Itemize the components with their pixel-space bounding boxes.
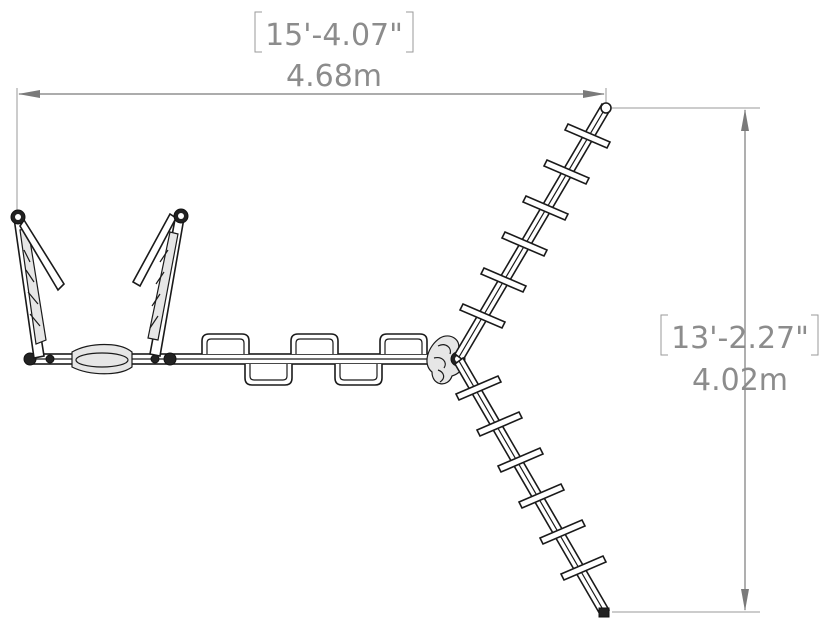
lower-ladder-rungs (454, 374, 608, 582)
upper-rung-5 (479, 266, 528, 294)
loop-bottom-1 (244, 364, 293, 386)
lower-rung-4 (517, 482, 566, 510)
upper-ladder-end-cap (600, 102, 612, 114)
width-metric-label: 4.68m (286, 59, 382, 94)
height-dimension: 13'-2.27" 4.02m (612, 107, 819, 613)
loop-top-3 (379, 333, 428, 354)
height-bracket-right (811, 314, 819, 356)
upper-rung-4 (500, 230, 549, 258)
hub-plate (426, 335, 465, 385)
width-arrow-left (18, 90, 40, 98)
seat-bolt-left (45, 354, 55, 364)
lower-ladder-end-cap (598, 607, 610, 618)
seat-assembly (10, 208, 189, 375)
width-bracket-left (254, 11, 262, 53)
lower-rung-6 (559, 554, 608, 582)
loop-bottom-2-inner (339, 364, 378, 381)
loop-top-1-inner (206, 338, 245, 354)
lower-rung-2 (475, 410, 524, 438)
width-imperial-label: 15'-4.07" (265, 18, 403, 53)
beam-joint-cap (163, 352, 177, 366)
hub-plate-detail (433, 344, 451, 383)
loop-bottom-2 (334, 364, 383, 386)
width-arrow-right (583, 90, 605, 98)
upper-rung-6 (458, 302, 507, 330)
right-arm (131, 208, 189, 357)
width-dimension: 15'-4.07" 4.68m (16, 11, 607, 210)
handhold-loops (201, 333, 428, 386)
lower-ladder-centerline (458, 360, 606, 614)
upper-ladder-rungs (458, 122, 612, 330)
left-arm (10, 209, 66, 359)
loop-top-2-inner (295, 338, 334, 354)
loop-top-2 (290, 333, 339, 354)
height-metric-label: 4.02m (692, 363, 788, 398)
lower-rung-1 (454, 374, 503, 402)
seat-center (75, 352, 129, 368)
width-bracket-right (406, 11, 414, 53)
upper-rung-3 (521, 194, 570, 222)
lower-rung-5 (538, 518, 587, 546)
left-arm-top-knob-inner (15, 214, 21, 220)
height-imperial-label: 13'-2.27" (671, 321, 809, 356)
lower-rung-3 (496, 446, 545, 474)
left-handle-bar (19, 218, 66, 292)
lower-ladder (453, 356, 611, 618)
upper-ladder (453, 102, 612, 362)
upper-rung-2 (542, 158, 591, 186)
right-arm-panel (147, 231, 179, 341)
right-handle-bar (131, 212, 178, 288)
left-arm-detail (23, 249, 41, 327)
loop-top-3-inner (384, 338, 423, 354)
loop-bottom-1-inner (249, 364, 288, 381)
loop-top-1 (201, 333, 250, 354)
upper-rung-1 (563, 122, 612, 150)
right-arm-detail (149, 249, 169, 329)
center-hub (426, 335, 466, 385)
height-arrow-top (741, 109, 749, 131)
height-bracket-left (660, 314, 668, 356)
right-arm-top-knob-inner (178, 213, 184, 219)
height-arrow-bottom (741, 589, 749, 611)
